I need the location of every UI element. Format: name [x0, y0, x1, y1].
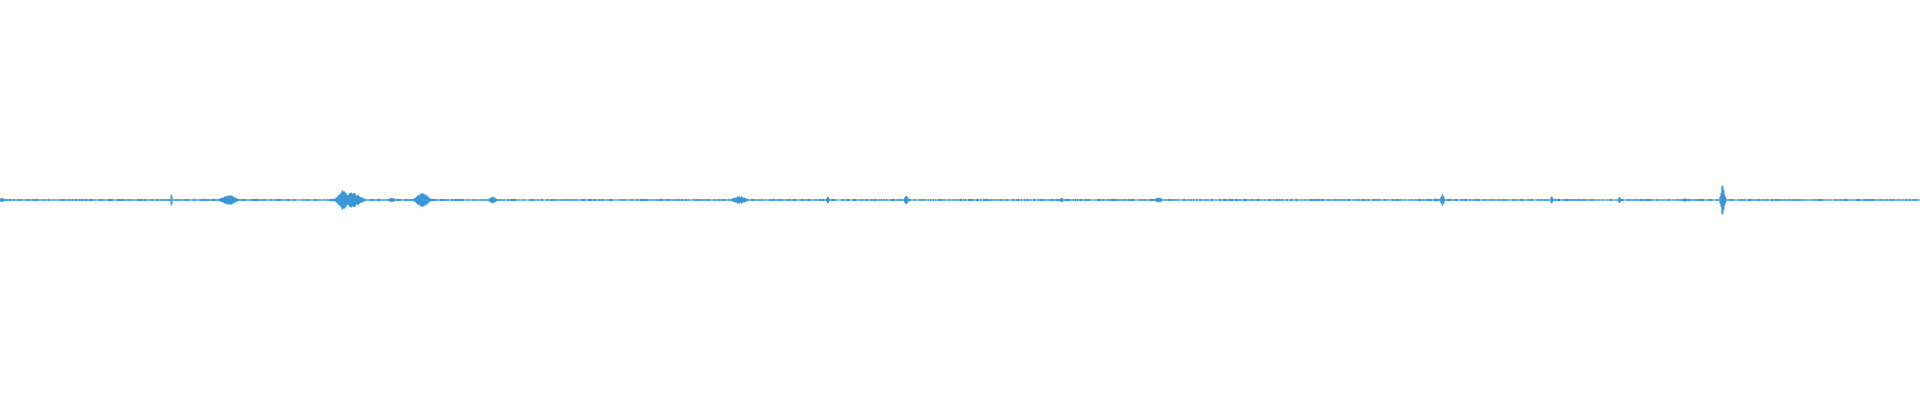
waveform-signal: [0, 185, 1920, 215]
